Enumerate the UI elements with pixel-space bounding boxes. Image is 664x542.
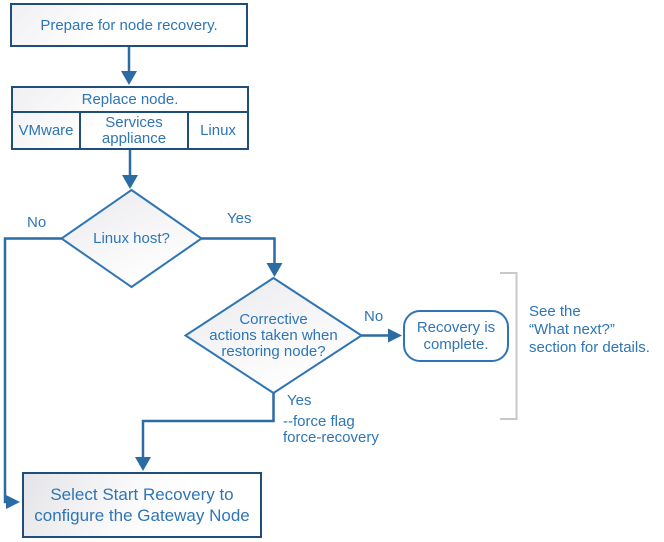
arrowhead-down-icon: [266, 263, 283, 277]
option-linux-label: Linux: [200, 121, 236, 139]
arrowhead-down-icon: [135, 457, 151, 471]
option-vmware: VMware: [13, 113, 79, 148]
what-next-note: See the “What next?” section for details…: [529, 303, 650, 356]
edge-label-corrective-yes: Yes: [287, 392, 312, 409]
note-bracket: [500, 272, 518, 420]
step-prepare-node-recovery: Prepare for node recovery.: [10, 3, 248, 47]
terminal-recovery-complete-label: Recovery is complete.: [416, 319, 496, 353]
edge-label-force-note: --force flag force-recovery: [283, 413, 379, 446]
edge-linuxhost-yes: [201, 237, 276, 264]
decision-corrective-actions: Corrective actions taken when restoring …: [194, 311, 353, 361]
terminal-recovery-complete: Recovery is complete.: [403, 310, 509, 362]
arrowhead-down-icon: [122, 175, 138, 189]
replace-node-label: Replace node.: [81, 91, 179, 108]
edge-label-linux-yes: Yes: [227, 210, 252, 227]
arrowhead-right-icon: [6, 495, 20, 509]
step-start-recovery-label: Select Start Recovery to configure the G…: [34, 485, 250, 525]
step-prepare-label: Prepare for node recovery.: [40, 16, 218, 34]
decision-linux-host-label: Linux host?: [93, 230, 170, 247]
option-services-appliance: Services appliance: [79, 113, 187, 148]
decision-linux-host-shape: [59, 188, 204, 289]
edge-corrective-yes: [141, 393, 275, 458]
option-linux: Linux: [187, 113, 247, 148]
edge-linuxhost-no: [3, 237, 62, 504]
replace-node-title-row: Replace node.: [13, 88, 247, 113]
decision-linux-host: Linux host?: [62, 223, 201, 254]
arrowhead-down-icon: [121, 71, 137, 85]
arrowhead-right-icon: [388, 328, 402, 343]
replace-node-options-row: VMware Services appliance Linux: [13, 113, 247, 148]
decision-corrective-actions-label: Corrective actions taken when restoring …: [209, 311, 338, 360]
step-replace-node: Replace node. VMware Services appliance …: [11, 86, 249, 150]
step-start-recovery: Select Start Recovery to configure the G…: [22, 472, 262, 538]
edge-label-corrective-no: No: [364, 308, 384, 325]
option-services-appliance-label: Services appliance: [101, 113, 167, 147]
edge-label-linux-no: No: [27, 214, 47, 231]
option-vmware-label: VMware: [18, 121, 74, 139]
